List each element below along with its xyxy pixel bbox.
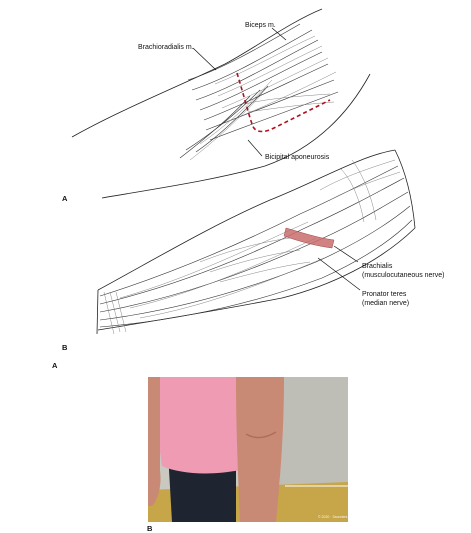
- brachialis-highlight: [283, 227, 335, 249]
- panel-a-drawing: Biceps m. Brachioradialis m. Bicipital a…: [62, 8, 371, 203]
- figure-a-letter: A: [52, 361, 58, 370]
- photo-letter: B: [147, 524, 153, 533]
- panel-a-letter: A: [62, 194, 68, 203]
- label-brachialis-nerve: (musculocutaneous nerve): [362, 272, 445, 279]
- label-pronator-nerve: (median nerve): [362, 300, 409, 307]
- label-pronator-teres: Pronator teres: [362, 291, 407, 298]
- label-brachioradialis: Brachioradialis m.: [138, 44, 194, 51]
- label-brachialis: Brachialis: [362, 263, 393, 270]
- clinical-photo: © 2020 · Saunders: [148, 377, 348, 522]
- photo-shirt: [150, 377, 240, 474]
- label-biceps: Biceps m.: [245, 22, 276, 29]
- panel-b-letter: B: [62, 343, 68, 352]
- label-bicipital-aponeurosis: Bicipital aponeurosis: [265, 154, 330, 161]
- photo-watermark: © 2020 · Saunders: [318, 515, 348, 519]
- panel-b-drawing: Brachialis (musculocutaneous nerve) Pron…: [62, 149, 445, 352]
- panel-a-muscle-fibers: [179, 23, 339, 161]
- incision-line: [236, 72, 331, 133]
- panel-b-muscle-fibers: [99, 159, 413, 335]
- photo-scar: [245, 431, 277, 439]
- photo-left-arm: [148, 377, 161, 506]
- photo-forearm: [236, 377, 284, 522]
